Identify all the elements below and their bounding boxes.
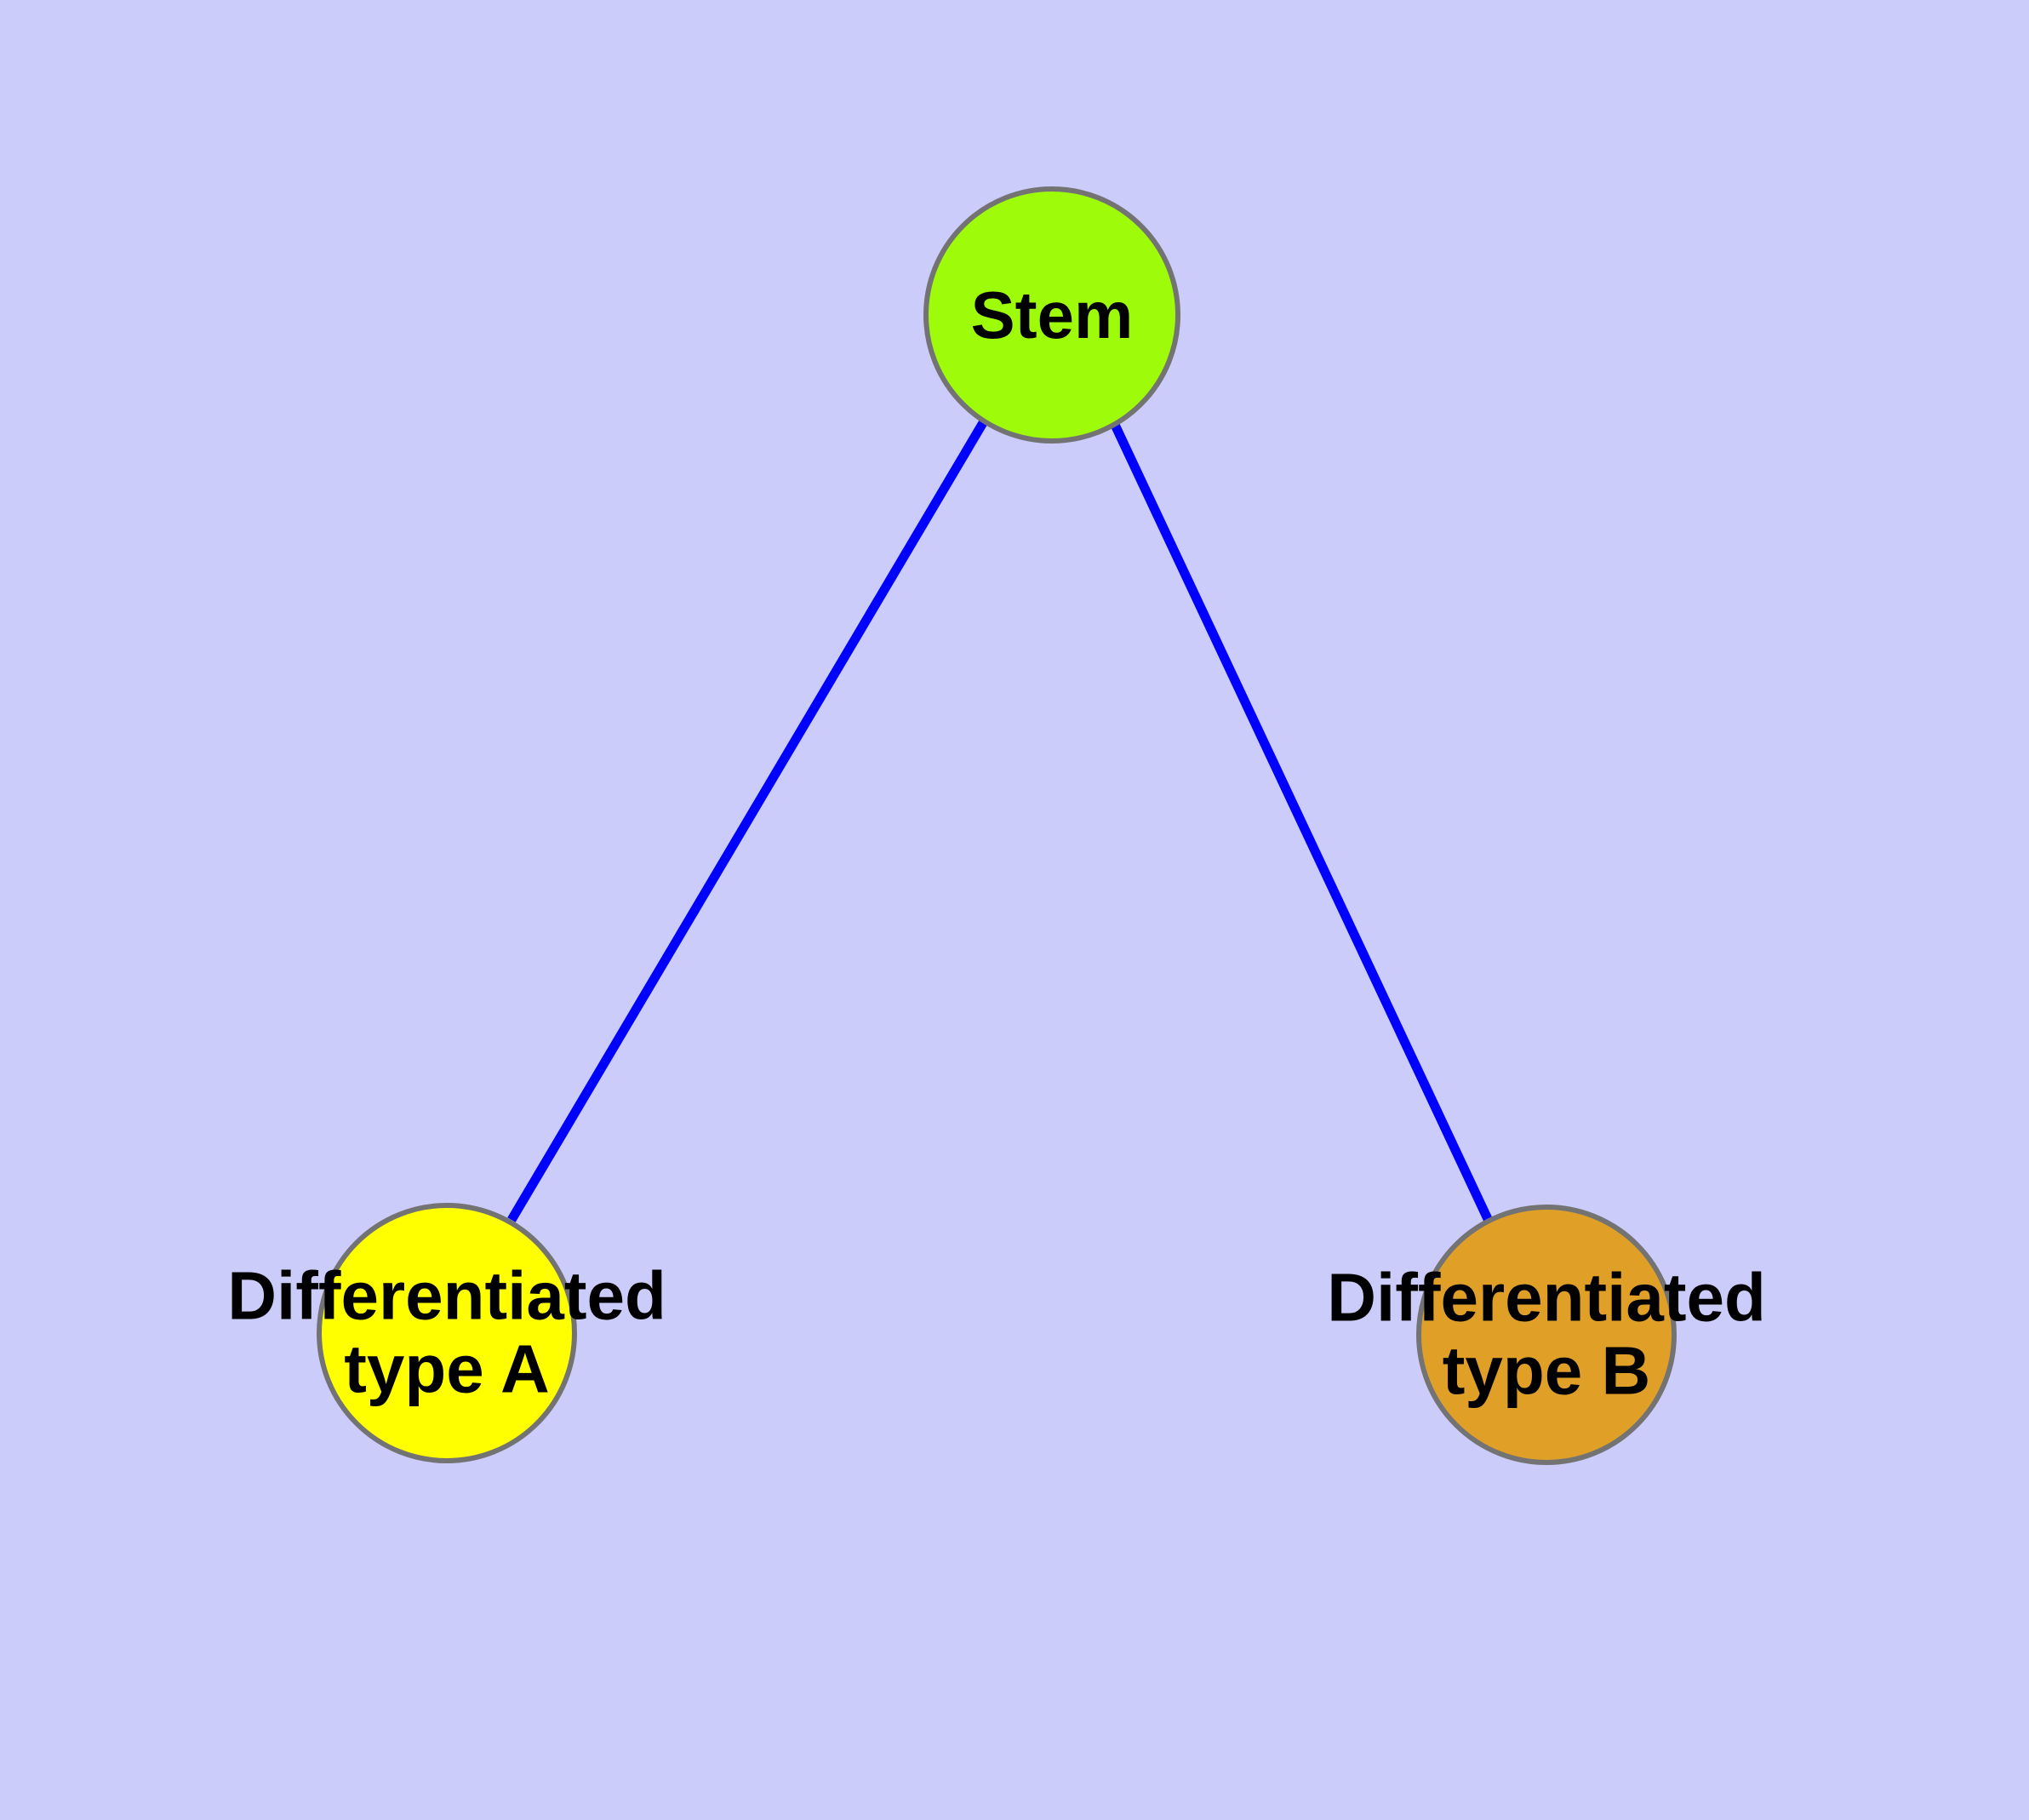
node-layer: [317, 186, 1677, 1465]
node-differentiated-type-a[interactable]: [317, 1203, 577, 1463]
edge-stem-to-differentiated-type-b[interactable]: [1111, 422, 1493, 1223]
edge-layer: [507, 419, 1493, 1223]
edge-stem-to-differentiated-type-a[interactable]: [507, 419, 988, 1222]
node-stem[interactable]: [923, 186, 1180, 444]
node-differentiated-type-b[interactable]: [1416, 1205, 1677, 1465]
